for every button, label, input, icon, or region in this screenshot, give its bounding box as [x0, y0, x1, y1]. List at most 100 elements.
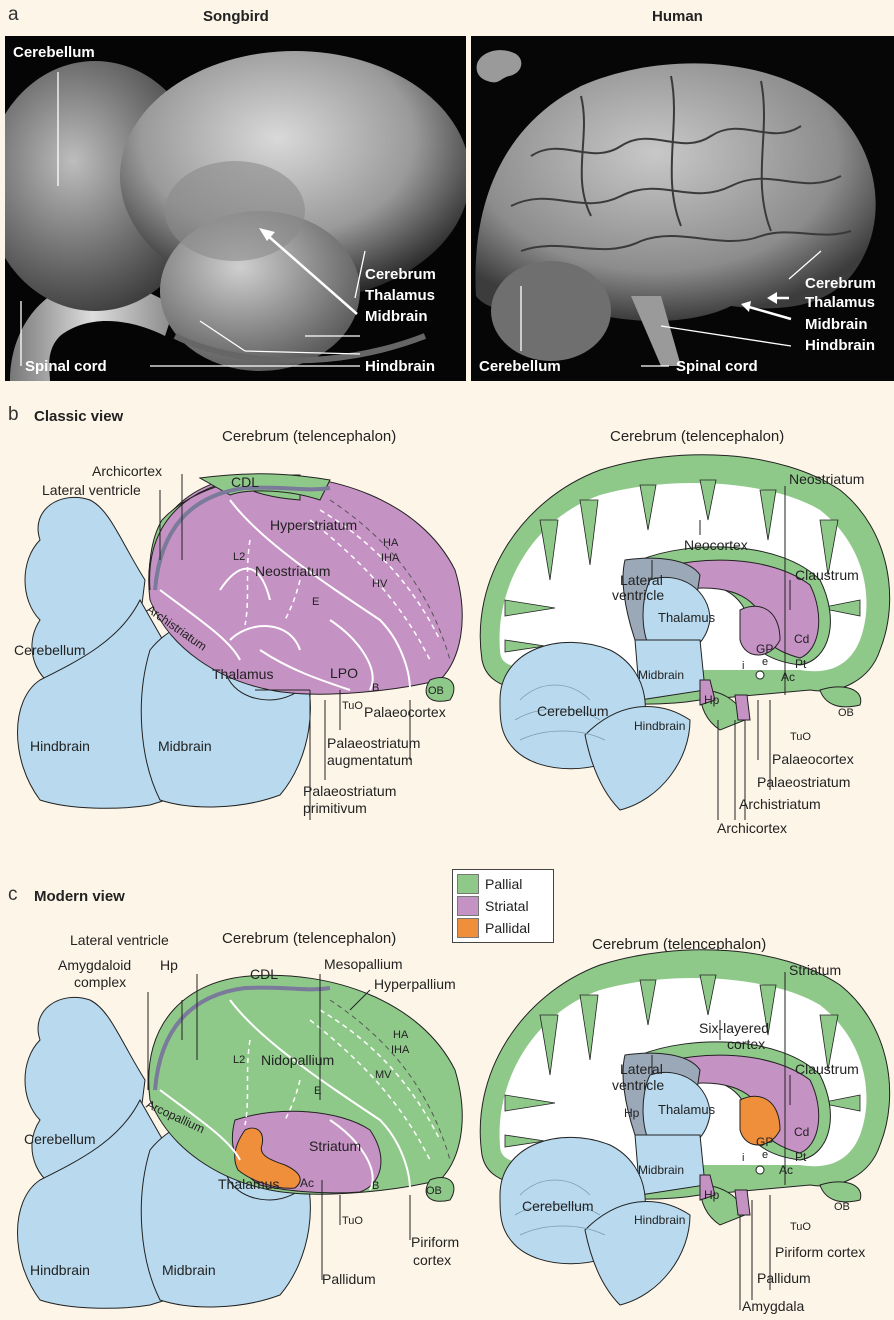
c-bird-l2: L2 — [233, 1054, 245, 1066]
c-human-tuo: TuO — [790, 1221, 811, 1233]
b-human-lateral-ventricle-1: Lateral — [620, 572, 663, 588]
c-human-hp: Hp — [704, 1188, 719, 1202]
c-bird-nidopallium: Nidopallium — [261, 1052, 334, 1068]
b-human-archicortex: Archicortex — [717, 820, 787, 836]
b-human-i: i — [742, 660, 744, 672]
songbird-photo-title: Songbird — [203, 8, 269, 25]
b-bird-ha: HA — [383, 537, 398, 549]
c-human-e: e — [762, 1149, 768, 1161]
c-human-hp-top: Hp — [624, 1106, 639, 1120]
human-photo-title: Human — [652, 8, 703, 25]
c-human-six-layered-2: cortex — [727, 1036, 765, 1052]
c-bird-thalamus: Thalamus — [218, 1176, 279, 1192]
songbird-label-cerebrum: Cerebrum — [365, 266, 436, 283]
c-human-i: i — [742, 1152, 744, 1164]
b-human-hindbrain: Hindbrain — [634, 719, 685, 733]
c-human-hindbrain: Hindbrain — [634, 1213, 685, 1227]
c-bird-ob: OB — [426, 1185, 442, 1197]
c-human-cd: Cd — [794, 1125, 809, 1139]
songbird-label-thalamus: Thalamus — [365, 287, 435, 304]
b-bird-palaeocortex: Palaeocortex — [364, 704, 446, 720]
b-bird-palaeostriatum-aug-2: augmentatum — [327, 752, 413, 768]
human-label-hindbrain: Hindbrain — [805, 337, 875, 354]
c-human-six-layered-1: Six-layered — [699, 1020, 769, 1036]
b-bird-lateral-ventricle: Lateral ventricle — [42, 482, 141, 498]
c-bird-pallidum: Pallidum — [322, 1271, 376, 1287]
b-human-neostriatum: Neostriatum — [789, 471, 864, 487]
b-bird-midbrain: Midbrain — [158, 738, 212, 754]
b-bird-hyperstriatum: Hyperstriatum — [270, 517, 357, 533]
c-bird-hindbrain: Hindbrain — [30, 1262, 90, 1278]
b-human-gp: GP — [756, 642, 773, 656]
songbird-label-midbrain: Midbrain — [365, 308, 428, 325]
b-bird-b: B — [372, 682, 379, 694]
legend-swatch-pallidal — [457, 918, 479, 938]
c-human-gp: GP — [756, 1135, 773, 1149]
panel-b-title: Classic view — [34, 408, 123, 425]
b-bird-palaeostriatum-prim-1: Palaeostriatum — [303, 783, 396, 799]
b-bird-iha: IHA — [381, 552, 399, 564]
legend-label-pallial: Pallial — [485, 876, 522, 892]
b-human-cerebellum: Cerebellum — [537, 703, 609, 719]
region-legend: Pallial Striatal Pallidal — [452, 869, 554, 943]
b-bird-hindbrain: Hindbrain — [30, 738, 90, 754]
c-bird-amygdaloid-2: complex — [74, 974, 126, 990]
c-bird-hp: Hp — [160, 957, 178, 973]
b-human-tuo: TuO — [790, 731, 811, 743]
legend-item-pallial: Pallial — [457, 873, 549, 895]
c-bird-mv: MV — [375, 1069, 392, 1081]
legend-swatch-pallial — [457, 874, 479, 894]
c-bird-amygdaloid-1: Amygdaloid — [58, 957, 131, 973]
c-human-cerebellum: Cerebellum — [522, 1198, 594, 1214]
panel-c-letter: c — [8, 884, 18, 906]
panel-b-letter: b — [8, 404, 19, 426]
human-label-thalamus: Thalamus — [805, 294, 875, 311]
c-bird-tuo: TuO — [342, 1215, 363, 1227]
c-human-midbrain: Midbrain — [638, 1163, 684, 1177]
c-bird-e: E — [314, 1085, 321, 1097]
legend-item-striatal: Striatal — [457, 895, 549, 917]
c-bird-b: B — [372, 1180, 379, 1192]
songbird-label-spinal-cord: Spinal cord — [25, 358, 107, 375]
b-human-thalamus: Thalamus — [658, 610, 715, 625]
c-human-amygdala: Amygdala — [742, 1298, 804, 1314]
b-bird-neostriatum: Neostriatum — [255, 563, 330, 579]
c-bird-mesopallium: Mesopallium — [324, 956, 403, 972]
c-human-striatum: Striatum — [789, 962, 841, 978]
b-bird-ob: OB — [428, 685, 444, 697]
human-modern-diagram — [478, 940, 894, 1319]
c-human-pallidum: Pallidum — [757, 1270, 811, 1286]
c-bird-cerebellum: Cerebellum — [24, 1131, 96, 1147]
c-human-pt: Pt — [795, 1150, 806, 1164]
b-human-palaeostriatum: Palaeostriatum — [757, 774, 850, 790]
panel-a-letter: a — [8, 4, 19, 26]
legend-label-pallidal: Pallidal — [485, 920, 530, 936]
c-human-lateral-ventricle-1: Lateral — [620, 1061, 663, 1077]
b-bird-cerebellum: Cerebellum — [14, 642, 86, 658]
b-bird-cdl: CDL — [231, 474, 259, 490]
b-human-ob: OB — [838, 707, 854, 719]
c-human-claustrum: Claustrum — [795, 1061, 859, 1077]
b-human-e: e — [762, 656, 768, 668]
c-bird-hyperpallium: Hyperpallium — [374, 976, 456, 992]
b-bird-palaeostriatum-prim-2: primitivum — [303, 800, 367, 816]
c-human-piriform: Piriform cortex — [775, 1244, 865, 1260]
c-bird-ac: Ac — [300, 1176, 314, 1190]
b-human-ac: Ac — [781, 670, 795, 684]
c-bird-striatum: Striatum — [309, 1138, 361, 1154]
human-label-cerebrum: Cerebrum — [805, 275, 876, 292]
b-bird-e: E — [312, 596, 319, 608]
b-bird-lpo: LPO — [330, 665, 358, 681]
legend-swatch-striatal — [457, 896, 479, 916]
b-bird-archicortex: Archicortex — [92, 463, 162, 479]
b-human-midbrain: Midbrain — [638, 668, 684, 682]
c-bird-midbrain: Midbrain — [162, 1262, 216, 1278]
human-label-spinal-cord: Spinal cord — [676, 358, 758, 375]
legend-label-striatal: Striatal — [485, 898, 529, 914]
human-brain-photo: Cerebrum Thalamus Midbrain Hindbrain Cer… — [471, 36, 894, 381]
b-bird-palaeostriatum-aug-1: Palaeostriatum — [327, 735, 420, 751]
c-bird-iha: IHA — [391, 1044, 409, 1056]
b-bird-hv: HV — [372, 578, 387, 590]
panel-c-title: Modern view — [34, 888, 125, 905]
songbird-brain-photo: Cerebellum Cerebrum Thalamus Midbrain Sp… — [5, 36, 466, 381]
